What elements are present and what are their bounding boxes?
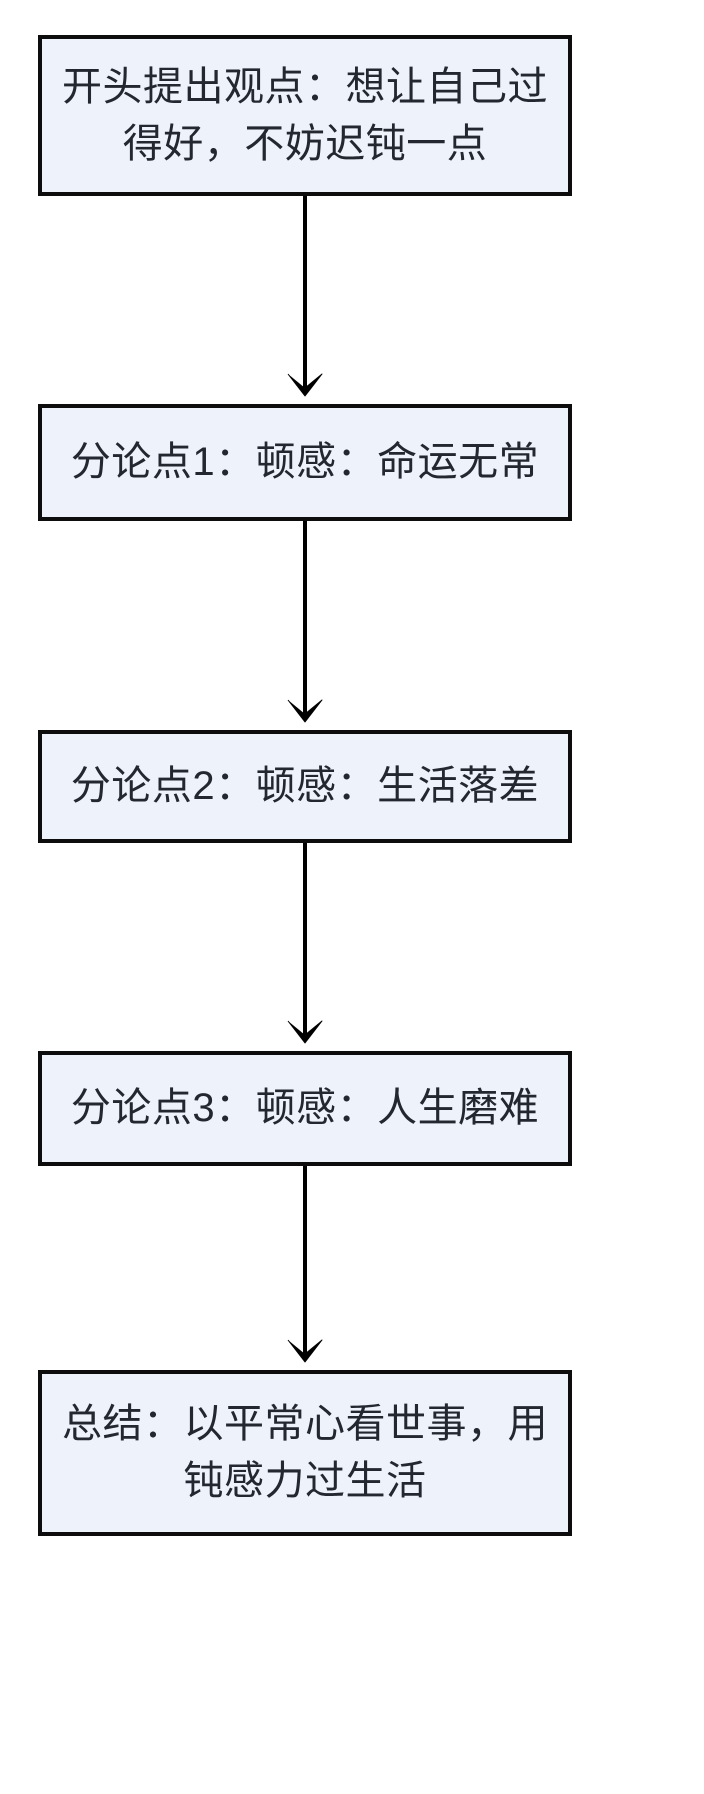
flow-node-argument-3[interactable]: 分论点3：顿感：人生磨难 <box>38 1051 572 1166</box>
flow-node-label: 分论点2：顿感：生活落差 <box>70 764 540 809</box>
flow-node-label: 分论点3：顿感：人生磨难 <box>70 1086 540 1131</box>
edge-node1-to-node2 <box>287 196 323 397</box>
flow-node-argument-2[interactable]: 分论点2：顿感：生活落差 <box>38 730 572 843</box>
edge-node3-to-node4 <box>287 843 323 1044</box>
flow-node-label: 总结：以平常心看世事，用 钝感力过生活 <box>62 1402 548 1503</box>
flow-node-conclusion[interactable]: 总结：以平常心看世事，用 钝感力过生活 <box>38 1370 572 1536</box>
flow-node-argument-1[interactable]: 分论点1：顿感：命运无常 <box>38 404 572 521</box>
edge-node4-to-node5 <box>287 1166 323 1363</box>
flow-node-opening-thesis[interactable]: 开头提出观点：想让自己过 得好，不妨迟钝一点 <box>38 35 572 196</box>
flow-node-label: 分论点1：顿感：命运无常 <box>70 440 540 485</box>
flow-node-label: 开头提出观点：想让自己过 得好，不妨迟钝一点 <box>62 64 548 166</box>
edge-node2-to-node3 <box>287 521 323 723</box>
